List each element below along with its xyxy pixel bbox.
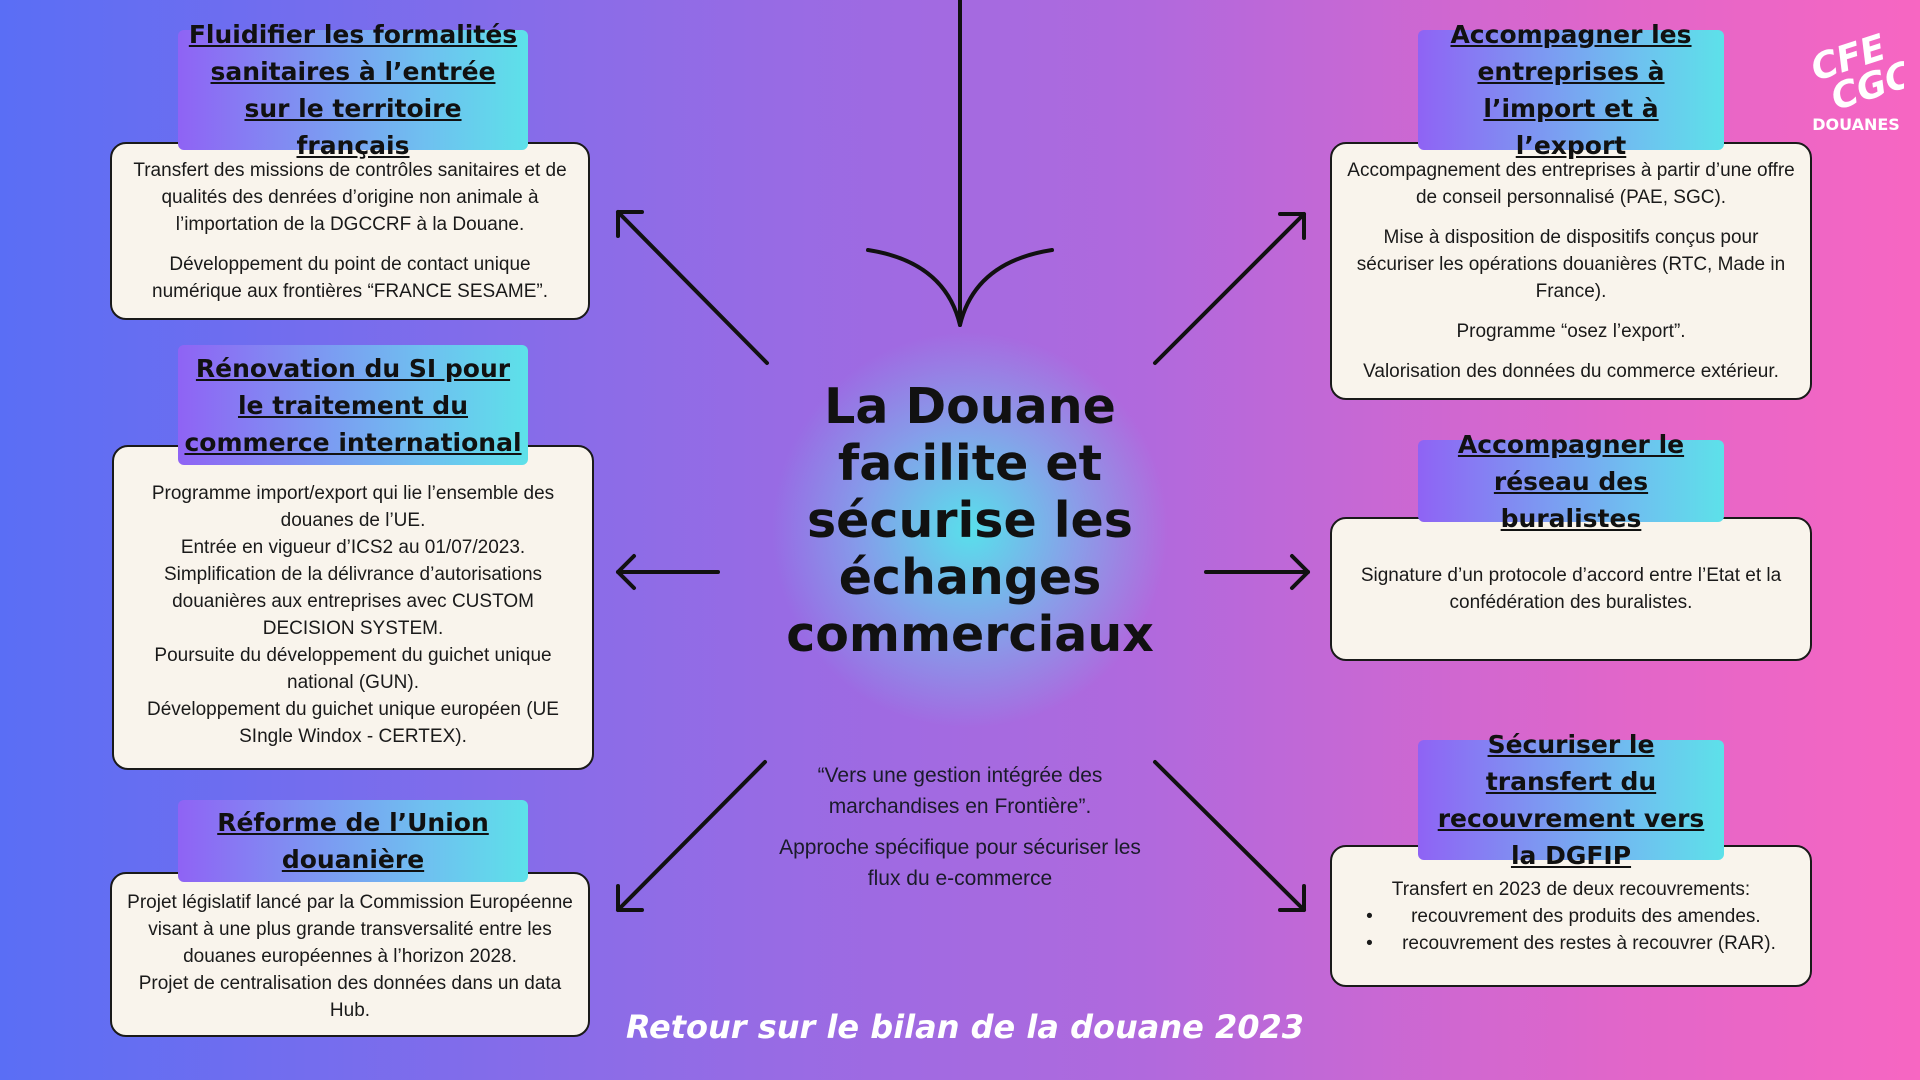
card-si-text-1: Programme import/export qui lie l’ensemb… xyxy=(151,482,555,531)
logo-line-3: DOUANES xyxy=(1812,115,1900,134)
card-entreprises-text-4: Valorisation des données du commerce ext… xyxy=(1363,361,1779,382)
card-entreprises: Accompagnement des entreprises à partir … xyxy=(1330,142,1812,400)
card-sanitaires: Transfert des missions de contrôles sani… xyxy=(110,142,590,320)
arrow-to-buralistes xyxy=(1204,554,1310,590)
arrow-top-incoming xyxy=(866,0,1054,327)
center-quote-line-1: “Vers une gestion intégrée des marchandi… xyxy=(817,764,1103,818)
card-si-text-4: Poursuite du développement du guichet un… xyxy=(154,644,552,693)
card-si-title: Rénovation du SI pour le traitement du c… xyxy=(178,345,528,465)
card-dgfip-bullet-2: recouvrement des restes à recouvrer (RAR… xyxy=(1366,930,1776,957)
card-buralistes: Signature d’un protocole d’accord entre … xyxy=(1330,517,1812,661)
card-entreprises-title: Accompagner les entreprises à l’import e… xyxy=(1418,20,1724,160)
arrow-to-sanitaires xyxy=(616,210,769,365)
arrow-to-entreprises xyxy=(1153,212,1306,365)
arrow-to-dgfip xyxy=(1153,760,1306,912)
card-dgfip-title: Sécuriser le transfert du recouvrement v… xyxy=(1418,730,1724,870)
card-dgfip-bullet-1: recouvrement des produits des amendes. xyxy=(1366,903,1776,930)
card-dgfip: Transfert en 2023 de deux recouvrements:… xyxy=(1330,845,1812,987)
card-si-text-2: Entrée en vigueur d’ICS2 au 01/07/2023. xyxy=(180,536,526,558)
card-entreprises-text-3: Programme “osez l’export”. xyxy=(1456,321,1686,342)
card-sanitaires-text-2: Développement du point de contact unique… xyxy=(152,254,548,302)
card-si-text-5: Développement du guichet unique européen… xyxy=(147,698,559,747)
center-quote-line-2: Approche spécifique pour sécuriser les f… xyxy=(779,836,1141,890)
center-quote: “Vers une gestion intégrée des marchandi… xyxy=(770,760,1150,904)
arrow-to-si xyxy=(616,554,720,590)
card-dgfip-bullet-list: recouvrement des produits des amendes. r… xyxy=(1366,903,1776,957)
arrow-to-union xyxy=(616,760,767,912)
card-union-text-1: Projet législatif lancé par la Commissio… xyxy=(127,892,573,967)
card-sanitaires-title: Fluidifier les formalités sanitaires à l… xyxy=(178,20,528,160)
card-sanitaires-text-1: Transfert des missions de contrôles sani… xyxy=(133,160,567,235)
cfe-cgc-douanes-logo: CFE CGC DOUANES xyxy=(1808,27,1904,134)
footer-caption: Retour sur le bilan de la douane 2023 xyxy=(625,1008,1305,1046)
card-si-text-3: Simplification de la délivrance d’autori… xyxy=(163,563,543,639)
center-glow xyxy=(770,330,1170,730)
card-buralistes-text-1: Signature d’un protocole d’accord entre … xyxy=(1360,565,1782,613)
card-entreprises-text-2: Mise à disposition de dispositifs conçus… xyxy=(1356,227,1786,302)
card-si: Programme import/export qui lie l’ensemb… xyxy=(112,445,594,770)
card-entreprises-text-1: Accompagnement des entreprises à partir … xyxy=(1347,160,1795,208)
center-title: La Douane facilite et sécurise les échan… xyxy=(786,378,1154,663)
card-union: Projet législatif lancé par la Commissio… xyxy=(110,872,590,1037)
card-dgfip-text-1: Transfert en 2023 de deux recouvrements: xyxy=(1391,878,1751,900)
card-buralistes-title: Accompagner le réseau des buralistes xyxy=(1418,430,1724,533)
card-union-title: Réforme de l’Union douanière xyxy=(178,800,528,882)
card-union-text-2: Projet de centralisation des données dan… xyxy=(138,973,562,1021)
